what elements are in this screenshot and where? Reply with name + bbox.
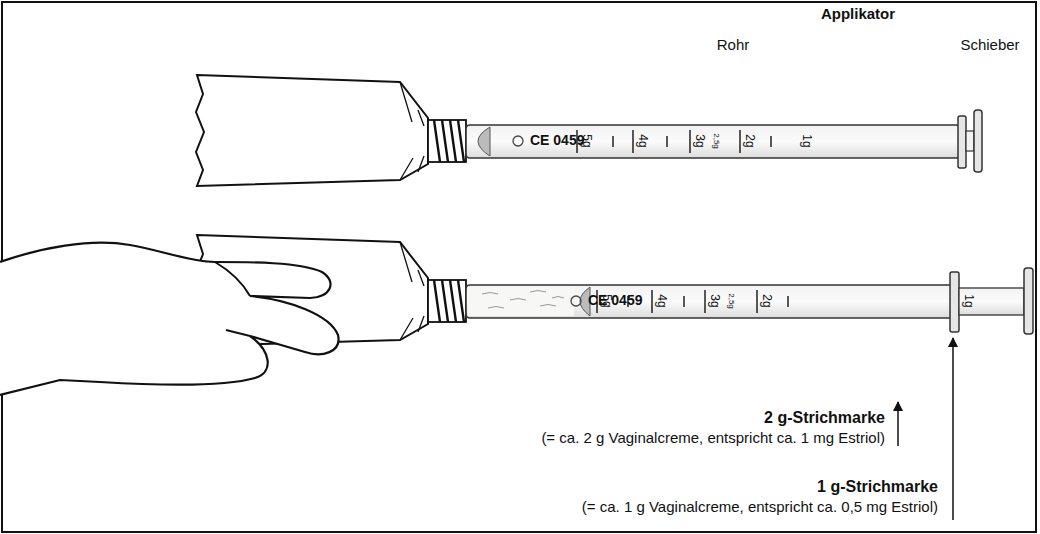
part-name: Rohr [717, 37, 750, 54]
plunger-cap [974, 110, 982, 172]
mark-note: (= ca. 1 g Vaginalcreme, entspricht ca. … [582, 499, 938, 516]
scale-mark: 1g [961, 294, 974, 307]
scale-mark: 2,5g [727, 293, 736, 309]
cream [468, 287, 574, 316]
applicator-tube [466, 125, 960, 158]
plunger-tip [478, 127, 490, 156]
plunger-cap [1024, 268, 1033, 334]
scale-mark: 5g [599, 294, 612, 307]
part-title: Applikator [821, 6, 895, 23]
top-assembly [196, 75, 982, 186]
ce-mark: CE 0459 [588, 293, 642, 308]
scale-mark: 2g [759, 294, 772, 307]
leader-arrow [897, 402, 899, 446]
plunger-rod [959, 288, 1024, 315]
mark-label: 2 g-Strichmarke [764, 409, 885, 427]
part-name: Schieber [960, 37, 1019, 54]
scale-mark: 5g [579, 134, 592, 147]
mark-label: 1 g-Strichmarke [817, 478, 938, 496]
scale-mark: 1g [799, 134, 812, 147]
mark-note: (= ca. 2 g Vaginalcreme, entspricht ca. … [541, 430, 885, 447]
flange [950, 272, 959, 332]
ce-mark: CE 0459 [530, 133, 584, 148]
scale-mark: 2,5g [712, 133, 721, 149]
scale-mark: 4g [635, 134, 648, 147]
applicator-tube [466, 285, 955, 318]
scale-mark: 3g [707, 294, 720, 307]
flange [958, 116, 966, 168]
hand [0, 243, 339, 395]
leader-arrow [952, 338, 954, 520]
scale-mark: 4g [654, 294, 667, 307]
scale-mark: 3g [692, 134, 705, 147]
scale-mark: 2g [742, 134, 755, 147]
